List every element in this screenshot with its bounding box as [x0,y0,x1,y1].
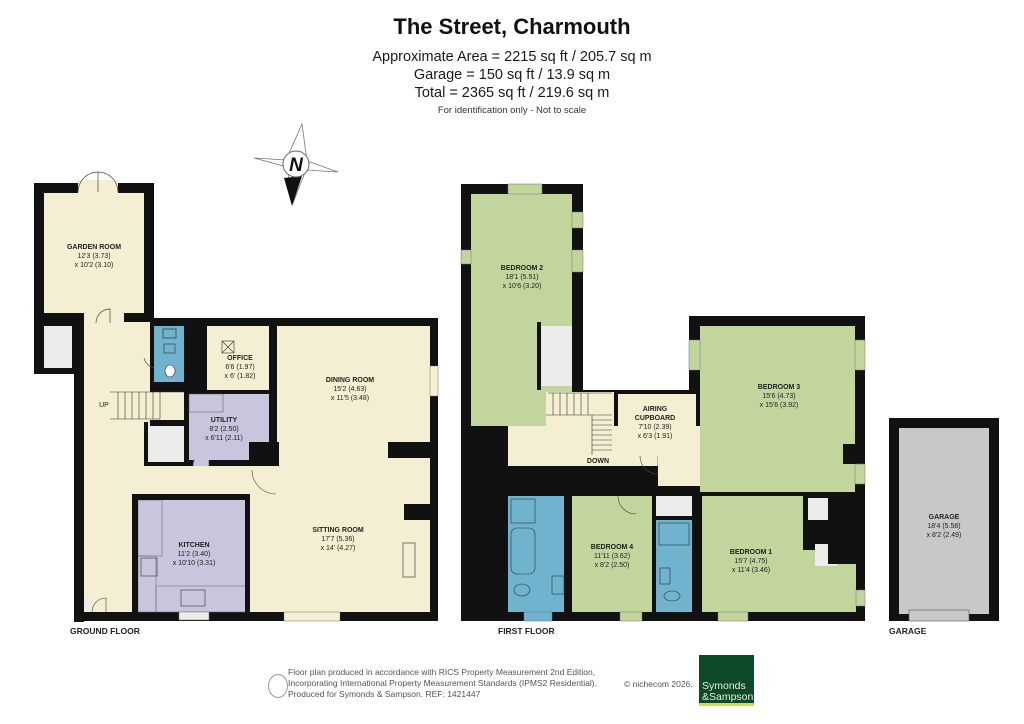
room-label: BEDROOM 4 [591,544,634,551]
room-dim: x 15'6 (3.92) [760,402,799,409]
compass-north-icon: N [253,122,339,206]
stairs-down-label: DOWN [587,458,609,465]
room-dim: 17'7 (5.36) [321,536,354,543]
room-dim: 11'2 (3.40) [178,551,211,558]
total-area: Total = 2365 sq ft / 219.6 sq m [414,85,610,101]
room-dim: x 6'3 (1.91) [638,433,673,440]
brand-line-2: &Sampson [702,691,754,703]
room-dim: x 10'10 (3.31) [173,560,216,567]
room-bathroom [508,496,564,612]
room-dim: 12'3 (3.73) [77,253,110,260]
room-label: GARDEN ROOM [67,244,121,251]
copyright: © nichecom 2026. [624,679,693,689]
room-dim: 18'1 (5.51) [505,274,538,281]
room-airing-cupboard [618,394,696,454]
approx-area: Approximate Area = 2215 sq ft / 205.7 sq… [372,49,652,65]
room-dim: x 8'2 (2.49) [927,532,962,539]
plan-title: The Street, Charmouth [393,14,631,39]
room-label: CUPBOARD [635,415,675,422]
footer-line-1: Floor plan produced in accordance with R… [288,667,596,677]
room-dim: 15'7 (4.75) [734,558,767,565]
room-garden-room [44,193,144,313]
room-dining-sitting [277,326,430,612]
accessibility-icon [268,674,288,698]
garage-area: Garage = 150 sq ft / 13.9 sq m [413,67,611,83]
footer-notes: Floor plan produced in accordance with R… [288,667,597,700]
room-dim: x 10'2 (3.10) [75,262,114,269]
room-dim: x 11'4 (3.46) [732,567,770,574]
room-dim: 7'10 (2.39) [638,424,671,431]
room-garage [899,428,989,614]
footer-line-3: Produced for Symonds & Sampson. REF: 142… [288,689,481,699]
room-dim: x 14' (4.27) [321,545,356,552]
room-dim: 18'4 (5.58) [927,523,960,530]
room-label: OFFICE [227,355,253,362]
first-floor: DOWN [460,183,866,622]
brand-line-1: Symonds [702,680,746,692]
room-dim: x 6'11 (2.11) [205,435,243,442]
room-label: BEDROOM 3 [758,384,801,391]
room-dim: 6'6 (1.97) [225,364,254,371]
room-utility [189,394,269,444]
floor-label-first: FIRST FLOOR [498,626,555,636]
room-dim: x 11'5 (3.48) [331,395,369,402]
room-dim: x 10'6 (3.20) [503,283,542,290]
room-dim: 15'6 (4.73) [762,393,795,400]
room-label: BEDROOM 2 [501,265,544,272]
ground-floor-labels: GARDEN ROOM 12'3 (3.73) x 10'2 (3.10) OF… [67,244,374,636]
brand-logo: Symonds &Sampson [699,655,754,706]
ground-floor: UP [30,171,439,626]
room-dim: 8'2 (2.50) [209,426,238,433]
stairs-up-label: UP [99,402,109,409]
room-office [207,326,269,390]
room-label: GARAGE [929,514,960,521]
room-ensuite [656,520,692,612]
first-floor-labels: BEDROOM 2 18'1 (5.51) x 10'6 (3.20) AIRI… [498,265,800,636]
room-dim: x 6' (1.82) [225,373,256,380]
garage-floor: GARAGE 18'4 (5.58) x 8'2 (2.49) GARAGE [889,418,999,636]
room-label: BEDROOM 1 [730,549,773,556]
footer-line-2: Incorporating International Property Mea… [288,678,597,688]
disclaimer: For identification only - Not to scale [437,105,587,116]
floor-label-ground: GROUND FLOOR [70,626,140,636]
room-dim: 11'11 (3.62) [594,553,630,560]
compass-label: N [289,155,304,176]
floor-label-garage: GARAGE [889,626,927,636]
room-bedroom-4 [572,496,652,612]
room-label: UTILITY [211,417,238,424]
room-label: DINING ROOM [326,377,374,384]
room-dim: 15'2 (4.63) [333,386,366,393]
room-label: KITCHEN [178,542,209,549]
room-dim: x 8'2 (2.50) [595,562,630,569]
room-label: AIRING [643,406,668,413]
room-bedroom-2 [471,194,572,426]
room-label: SITTING ROOM [312,527,364,534]
